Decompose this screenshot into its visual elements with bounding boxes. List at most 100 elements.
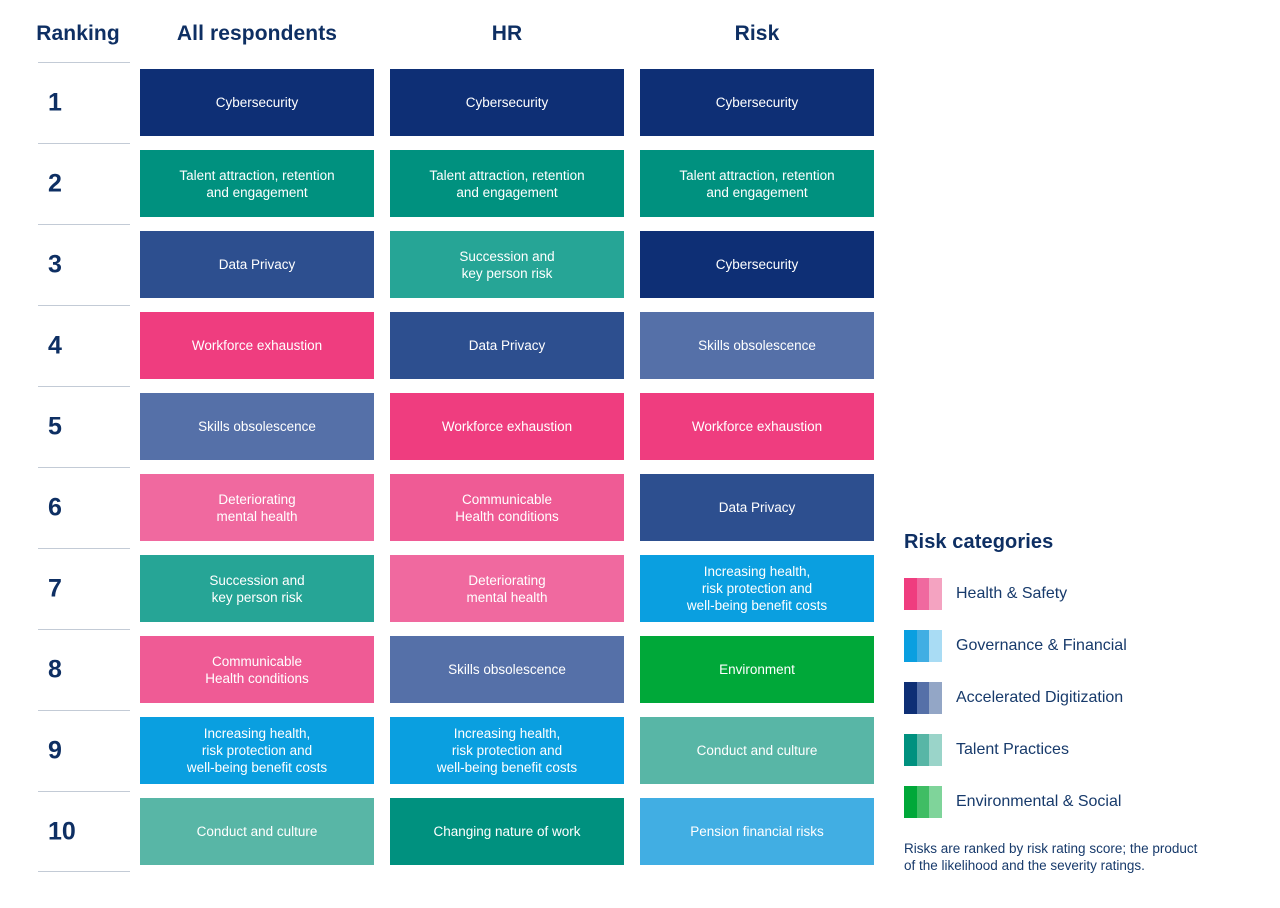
risk-box[interactable]: Increasing health, risk protection and w…: [140, 717, 374, 784]
risk-cell: Increasing health, risk protection and w…: [640, 548, 874, 629]
risk-cell: Conduct and culture: [140, 791, 374, 872]
ranking-cell: 4: [38, 305, 130, 386]
ranking-number: 8: [48, 655, 62, 684]
risk-box[interactable]: Talent attraction, retention and engagem…: [140, 150, 374, 217]
legend-swatch-icon: [904, 578, 943, 610]
risk-cell: Communicable Health conditions: [390, 467, 624, 548]
risk-box[interactable]: Data Privacy: [390, 312, 624, 379]
legend-title: Risk categories: [904, 531, 1054, 553]
risk-cell: Increasing health, risk protection and w…: [390, 710, 624, 791]
risk-box[interactable]: Talent attraction, retention and engagem…: [640, 150, 874, 217]
risk-box[interactable]: Cybersecurity: [390, 69, 624, 136]
risk-cell: Workforce exhaustion: [140, 305, 374, 386]
risk-box[interactable]: Data Privacy: [640, 474, 874, 541]
ranking-number: 2: [48, 169, 62, 198]
risk-box[interactable]: Skills obsolescence: [390, 636, 624, 703]
risk-cell: Pension financial risks: [640, 791, 874, 872]
risk-cell: Skills obsolescence: [140, 386, 374, 467]
legend-item[interactable]: Talent Practices: [904, 724, 1270, 776]
risk-box[interactable]: Communicable Health conditions: [390, 474, 624, 541]
risk-cell: Talent attraction, retention and engagem…: [140, 143, 374, 224]
risk-cell: Cybersecurity: [140, 62, 374, 143]
ranking-number: 5: [48, 412, 62, 441]
legend-item-label: Talent Practices: [956, 741, 1069, 758]
legend-note: Risks are ranked by risk rating score; t…: [904, 841, 1198, 873]
legend-item[interactable]: Accelerated Digitization: [904, 672, 1270, 724]
risk-box[interactable]: Conduct and culture: [140, 798, 374, 865]
ranking-cell: 7: [38, 548, 130, 629]
legend-item[interactable]: Health & Safety: [904, 568, 1270, 620]
legend-swatch-icon: [904, 734, 943, 766]
risk-box[interactable]: Deteriorating mental health: [390, 555, 624, 622]
risk-box[interactable]: Cybersecurity: [140, 69, 374, 136]
risk-box[interactable]: Environment: [640, 636, 874, 703]
risk-box[interactable]: Skills obsolescence: [640, 312, 874, 379]
risk-box[interactable]: Talent attraction, retention and engagem…: [390, 150, 624, 217]
ranking-number: 7: [48, 574, 62, 603]
ranking-number: 10: [48, 817, 76, 845]
risk-box[interactable]: Conduct and culture: [640, 717, 874, 784]
risk-cell: Data Privacy: [390, 305, 624, 386]
header-ranking: Ranking: [36, 22, 120, 45]
risk-box[interactable]: Increasing health, risk protection and w…: [640, 555, 874, 622]
legend-item-label: Governance & Financial: [956, 637, 1127, 654]
risk-cell: Cybersecurity: [640, 224, 874, 305]
risk-box[interactable]: Increasing health, risk protection and w…: [390, 717, 624, 784]
ranking-number: 9: [48, 736, 62, 765]
legend-swatch-icon: [904, 786, 943, 818]
risk-cell: Skills obsolescence: [640, 305, 874, 386]
risk-box[interactable]: Workforce exhaustion: [390, 393, 624, 460]
risk-box[interactable]: Skills obsolescence: [140, 393, 374, 460]
risk-box[interactable]: Pension financial risks: [640, 798, 874, 865]
ranking-cell: 9: [38, 710, 130, 791]
risk-cell: Cybersecurity: [390, 62, 624, 143]
risk-cell: Conduct and culture: [640, 710, 874, 791]
header-all-respondents: All respondents: [176, 22, 338, 45]
risk-cell: Communicable Health conditions: [140, 629, 374, 710]
header-hr: HR: [491, 22, 523, 45]
ranking-cell: 10: [38, 791, 130, 872]
risk-cell: Environment: [640, 629, 874, 710]
risk-box[interactable]: Workforce exhaustion: [640, 393, 874, 460]
ranking-cell: 2: [38, 143, 130, 224]
risk-cell: Workforce exhaustion: [390, 386, 624, 467]
risk-cell: Data Privacy: [640, 467, 874, 548]
legend-item-label: Accelerated Digitization: [956, 689, 1124, 706]
risk-cell: Skills obsolescence: [390, 629, 624, 710]
risk-box[interactable]: Communicable Health conditions: [140, 636, 374, 703]
risk-cell: Succession and key person risk: [140, 548, 374, 629]
risk-cell: Workforce exhaustion: [640, 386, 874, 467]
legend-item[interactable]: Governance & Financial: [904, 620, 1270, 672]
risk-box[interactable]: Cybersecurity: [640, 69, 874, 136]
risk-cell: Talent attraction, retention and engagem…: [390, 143, 624, 224]
ranking-number: 1: [48, 88, 62, 117]
ranking-column: 1 2 3 4 5 6 7 8 9 10: [38, 62, 130, 872]
legend-item[interactable]: Environmental & Social: [904, 776, 1270, 828]
legend-swatch-icon: [904, 630, 943, 662]
risk-box[interactable]: Cybersecurity: [640, 231, 874, 298]
risk-cell: Changing nature of work: [390, 791, 624, 872]
ranking-number: 4: [48, 331, 62, 360]
risk-cell: Succession and key person risk: [390, 224, 624, 305]
header-risk: Risk: [734, 22, 780, 45]
legend-item-label: Environmental & Social: [956, 793, 1122, 810]
ranking-number: 3: [48, 250, 62, 279]
risk-box[interactable]: Changing nature of work: [390, 798, 624, 865]
ranking-cell: 5: [38, 386, 130, 467]
risk-box[interactable]: Workforce exhaustion: [140, 312, 374, 379]
legend-item-label: Health & Safety: [956, 585, 1068, 602]
risk-cell: Cybersecurity: [640, 62, 874, 143]
risk-box[interactable]: Data Privacy: [140, 231, 374, 298]
ranking-cell: 8: [38, 629, 130, 710]
risk-box[interactable]: Succession and key person risk: [390, 231, 624, 298]
risk-box[interactable]: Deteriorating mental health: [140, 474, 374, 541]
ranking-cell: 3: [38, 224, 130, 305]
ranking-number: 6: [48, 493, 62, 522]
risk-box[interactable]: Succession and key person risk: [140, 555, 374, 622]
